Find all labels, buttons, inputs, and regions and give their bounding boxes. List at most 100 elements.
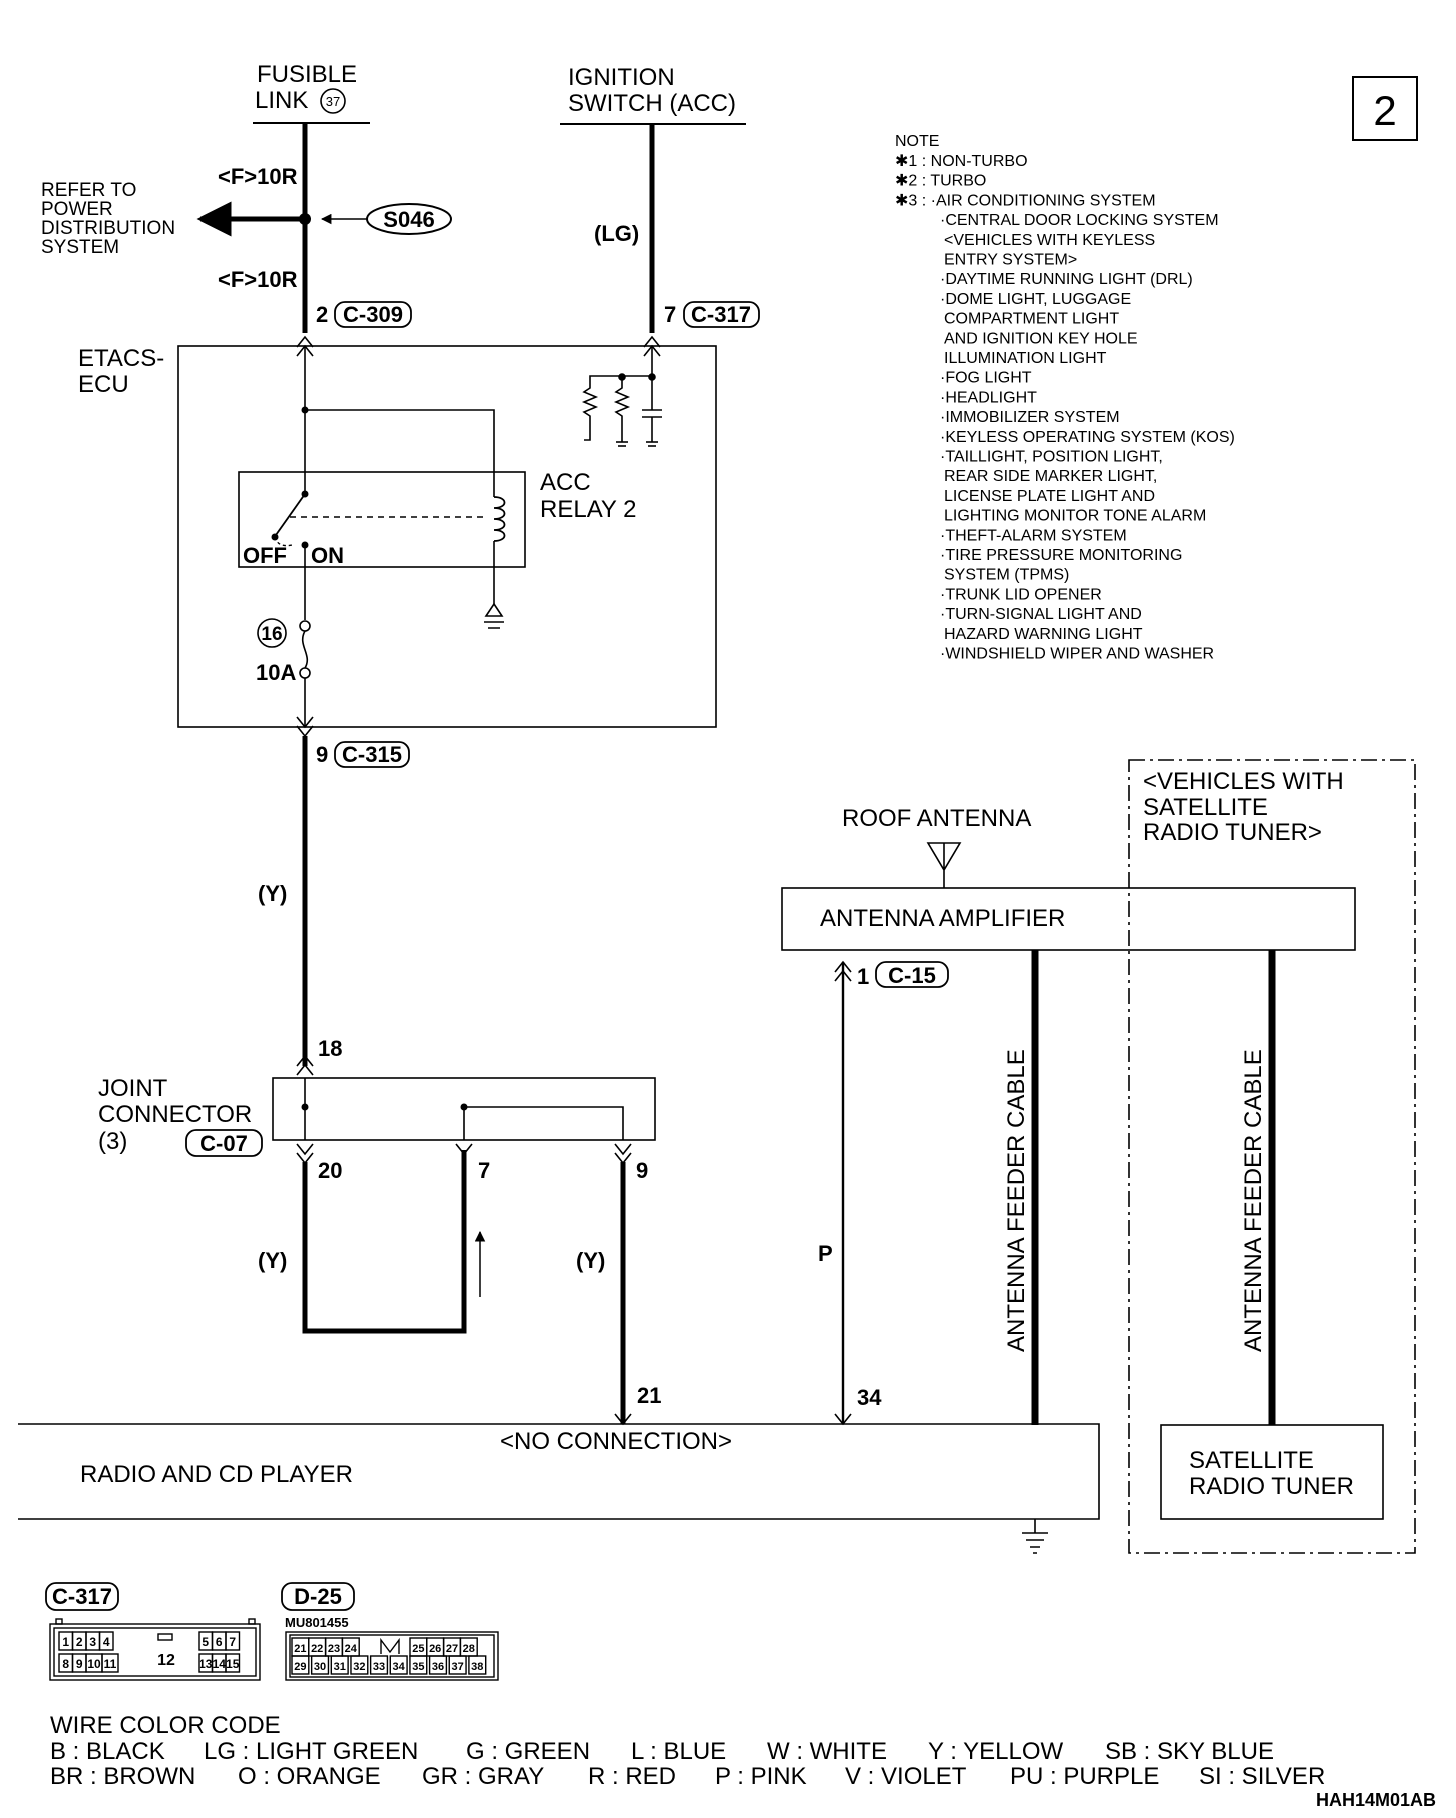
wire-label-f10r-bottom: <F>10R <box>218 267 298 292</box>
acc-relay-2-box <box>238 471 526 568</box>
wire-label-y-mid: (Y) <box>576 1248 605 1273</box>
note-line: ·THEFT-ALARM SYSTEM <box>940 527 1127 544</box>
antenna-amplifier-label: ANTENNA AMPLIFIER <box>820 905 1065 932</box>
connector-pin-number: 21 <box>294 1643 306 1655</box>
connector-pin-number: 3 <box>89 1635 96 1649</box>
note-line: HAZARD WARNING LIGHT <box>944 626 1143 643</box>
radio-cd-player-box <box>18 1423 1100 1520</box>
connector-pin-number: 10 <box>87 1657 101 1671</box>
connector-view-c317-center-pin: 12 <box>157 1652 175 1669</box>
connector-pin-number: 9 <box>76 1657 83 1671</box>
splice-tag <box>366 203 452 235</box>
connector-c309-pin: 2 <box>316 302 328 327</box>
roof-antenna-icon <box>926 842 962 888</box>
connector-pin-cell <box>369 1655 389 1675</box>
note-line: LIGHTING MONITOR TONE ALARM <box>944 508 1206 525</box>
connector-view-d25-part-number: MU801455 <box>285 1615 349 1630</box>
note-line: ·IMMOBILIZER SYSTEM <box>940 409 1120 426</box>
connector-pin-number: 30 <box>314 1661 326 1673</box>
joint-connector-label-line1: JOINT <box>98 1075 168 1102</box>
connector-pin-cell <box>350 1655 369 1675</box>
fusible-link-number-circle <box>320 88 346 114</box>
fuse-number: 16 <box>261 624 282 645</box>
wire-y-loop-20-to-7 <box>302 1150 467 1334</box>
pin-chevron-jc-20 <box>296 1143 314 1165</box>
ignition-switch-label-line2: SWITCH (ACC) <box>568 90 736 117</box>
joint-connector-pin-7: 7 <box>478 1158 490 1183</box>
connector-pin-number: 4 <box>103 1635 110 1649</box>
connector-view-d25-tag <box>281 1582 355 1611</box>
connector-pin-number: 34 <box>393 1661 406 1673</box>
joint-connector-internal-junction <box>301 1103 309 1111</box>
connector-pin-number: 29 <box>294 1661 306 1673</box>
connector-pin-number: 22 <box>311 1643 323 1655</box>
connector-pin-cell <box>330 1655 349 1675</box>
note-line: ✱2 : TURBO <box>895 173 986 190</box>
note-line: ✱1 : NON-TURBO <box>895 153 1028 170</box>
connector-pin-number: 2 <box>76 1635 83 1649</box>
radio-cd-player-label: RADIO AND CD PLAYER <box>80 1461 353 1488</box>
antenna-feeder-cable-satellite-label: ANTENNA FEEDER CABLE <box>1240 1049 1267 1352</box>
note-line: ·KEYLESS OPERATING SYSTEM (KOS) <box>940 429 1235 446</box>
connector-pin-number: 27 <box>446 1643 458 1655</box>
connector-c15-id: C-15 <box>888 963 936 988</box>
radio-no-connection-label: <NO CONNECTION> <box>500 1428 732 1455</box>
connector-c317-id: C-317 <box>691 302 751 327</box>
connector-pin-number: 8 <box>62 1657 69 1671</box>
note-line: ·HEADLIGHT <box>940 389 1037 406</box>
wire-color-entry: R : RED <box>588 1763 676 1790</box>
note-line: SYSTEM (TPMS) <box>944 567 1069 584</box>
connector-c317-tag <box>683 301 760 328</box>
note-line: ·TURN-SIGNAL LIGHT AND <box>940 606 1142 623</box>
connector-pin-number: 14 <box>213 1657 227 1671</box>
wire-color-entry: LG : LIGHT GREEN <box>204 1738 418 1765</box>
connector-c15-pin: 1 <box>857 964 869 989</box>
wire-label-f10r-top: <F>10R <box>218 164 298 189</box>
joint-connector-internal-7-9 <box>463 1106 624 1140</box>
note-line: ·TAILLIGHT, POSITION LIGHT, <box>940 449 1163 466</box>
fuse-top-terminal <box>299 620 311 632</box>
pin-chevron-jc-9 <box>614 1143 632 1165</box>
ignition-switch-label-line1: IGNITION <box>568 64 675 91</box>
connector-c07-id: C-07 <box>200 1131 248 1156</box>
wire-color-entry: SB : SKY BLUE <box>1105 1738 1274 1765</box>
wire-color-entry: O : ORANGE <box>238 1763 381 1790</box>
connector-pin-cell <box>225 1653 241 1673</box>
connector-pin-cell <box>389 1655 408 1675</box>
fuse-rating: 10A <box>256 660 296 685</box>
joint-connector-pin-18: 18 <box>318 1036 342 1061</box>
relay-coil-icon <box>493 496 506 542</box>
fusible-link-number: 37 <box>326 94 340 109</box>
connector-pin-cell <box>310 1655 330 1675</box>
wire-color-entry: PU : PURPLE <box>1010 1763 1159 1790</box>
connector-pin-number: 15 <box>226 1657 240 1671</box>
wire-color-entry: B : BLACK <box>50 1738 165 1765</box>
relay-on-label: ON <box>311 543 344 568</box>
wire-label-y-left: (Y) <box>258 1248 287 1273</box>
note-line: ·WINDSHIELD WIPER AND WASHER <box>940 646 1214 663</box>
connector-pin-number: 13 <box>199 1657 213 1671</box>
wire-color-entry: GR : GRAY <box>422 1763 544 1790</box>
acc-relay-2-label-line1: ACC <box>540 469 591 496</box>
wire-color-entry: SI : SILVER <box>1199 1763 1325 1790</box>
fuse-bottom-terminal <box>299 667 311 679</box>
antenna-amplifier-box <box>781 887 1356 951</box>
refer-note-line3: DISTRIBUTION <box>41 218 175 239</box>
note-line: <VEHICLES WITH KEYLESS <box>944 232 1155 249</box>
note-line: ·DOME LIGHT, LUGGAGE <box>940 291 1131 308</box>
refer-note-line4: SYSTEM <box>41 237 119 258</box>
acc-relay-2-label-line2: RELAY 2 <box>540 496 637 523</box>
pin-chevron-jc-18 <box>296 1054 314 1076</box>
note-list: NOTE✱1 : NON-TURBO✱2 : TURBO✱3 : ·AIR CO… <box>895 133 1235 663</box>
joint-connector-label-line2: CONNECTOR <box>98 1101 252 1128</box>
wire-color-entry: W : WHITE <box>767 1738 887 1765</box>
connector-view-c317-tag <box>45 1582 119 1611</box>
wire-label-lg: (LG) <box>594 221 639 246</box>
relay-coil-feed <box>305 409 495 497</box>
joint-connector-internal-junction-7 <box>460 1103 468 1111</box>
connector-pin-cell <box>409 1655 428 1675</box>
connector-pin-number: 38 <box>471 1661 483 1673</box>
